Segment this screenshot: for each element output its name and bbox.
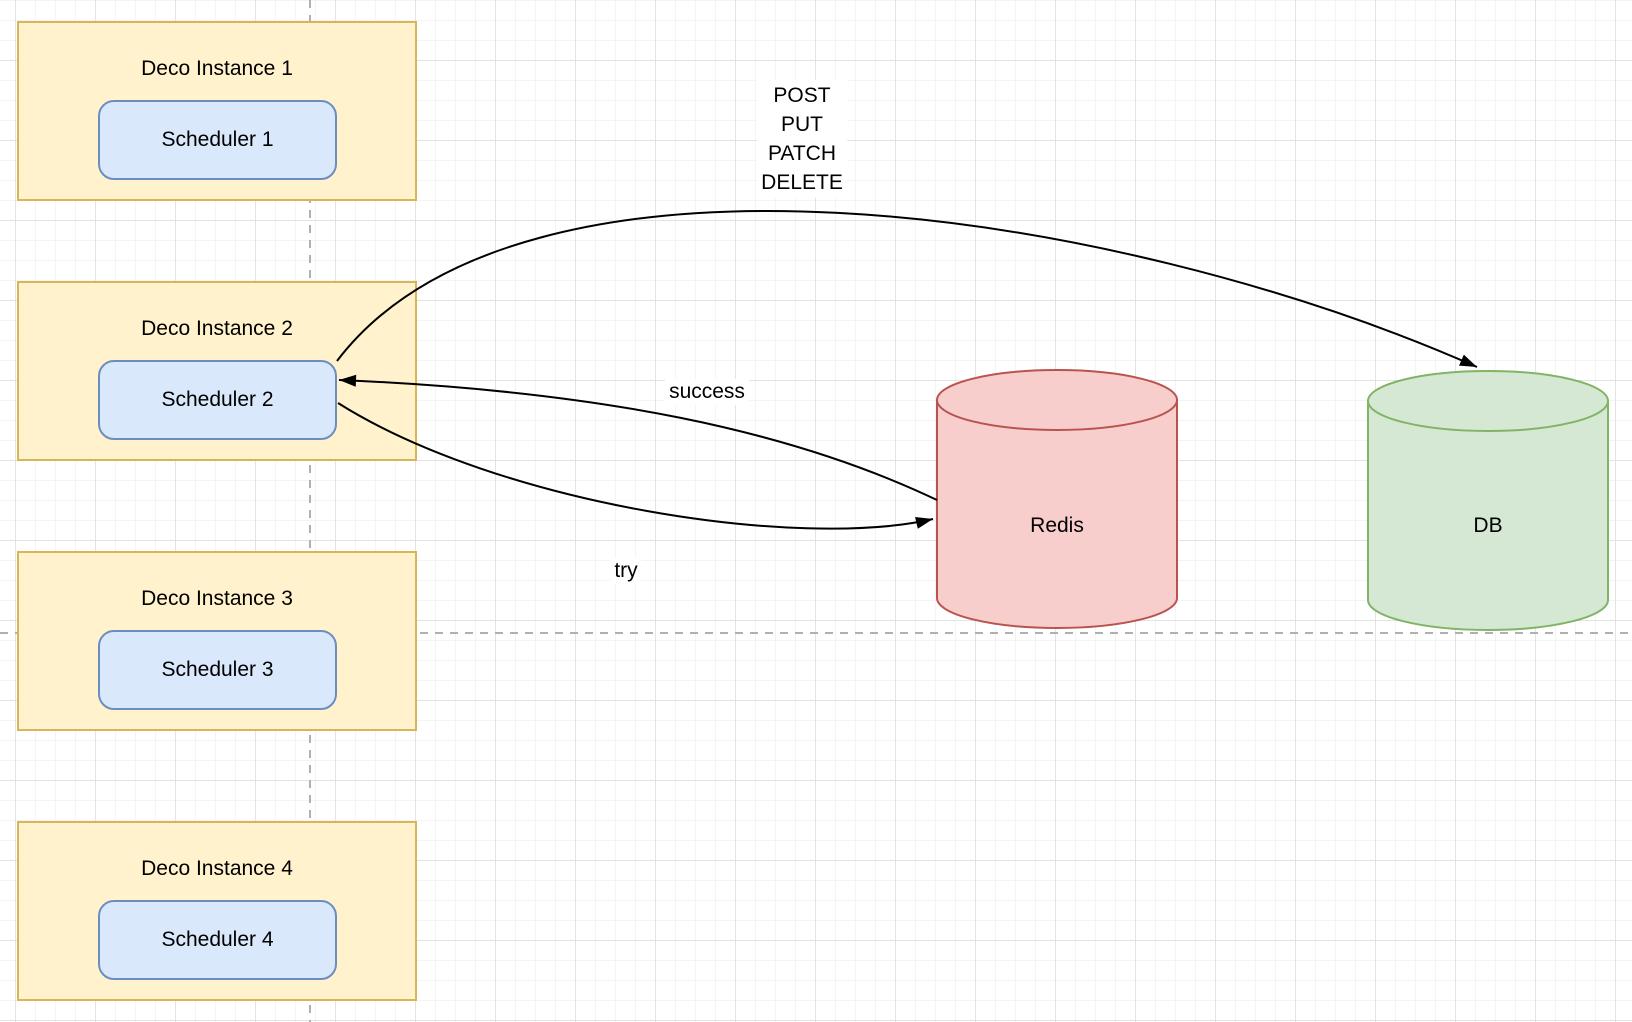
scheduler-3-node[interactable]: Scheduler 3 <box>98 630 337 710</box>
redis-cylinder-body[interactable] <box>936 369 1178 629</box>
db-cylinder-rim <box>1367 400 1609 432</box>
deco-instance-2-box[interactable]: Deco Instance 2 Scheduler 2 <box>17 281 417 461</box>
edge-try[interactable] <box>337 402 934 530</box>
scheduler-2-node[interactable]: Scheduler 2 <box>98 360 337 440</box>
edge-success-label: success <box>665 379 749 405</box>
redis-label: Redis <box>1030 514 1084 537</box>
edge-try-label: try <box>610 558 642 584</box>
redis-cylinder[interactable] <box>936 369 1178 629</box>
db-label: DB <box>1473 514 1503 537</box>
deco-instance-1-title: Deco Instance 1 <box>141 57 293 80</box>
deco-instance-3-box[interactable]: Deco Instance 3 Scheduler 3 <box>17 551 417 731</box>
edge-http-methods-label: POST PUT PATCH DELETE <box>757 80 847 198</box>
edge-success[interactable] <box>338 374 938 501</box>
db-cylinder-body[interactable] <box>1367 370 1609 631</box>
scheduler-4-node[interactable]: Scheduler 4 <box>98 900 337 980</box>
deco-instance-4-box[interactable]: Deco Instance 4 Scheduler 4 <box>17 821 417 1001</box>
deco-instance-2-title: Deco Instance 2 <box>141 317 293 340</box>
edge-http-methods[interactable] <box>336 210 1478 368</box>
deco-instance-1-box[interactable]: Deco Instance 1 Scheduler 1 <box>17 21 417 201</box>
redis-cylinder-rim <box>936 399 1178 431</box>
db-cylinder[interactable] <box>1367 370 1609 631</box>
deco-instance-3-title: Deco Instance 3 <box>141 587 293 610</box>
deco-instance-4-title: Deco Instance 4 <box>141 857 293 880</box>
scheduler-1-node[interactable]: Scheduler 1 <box>98 100 337 180</box>
